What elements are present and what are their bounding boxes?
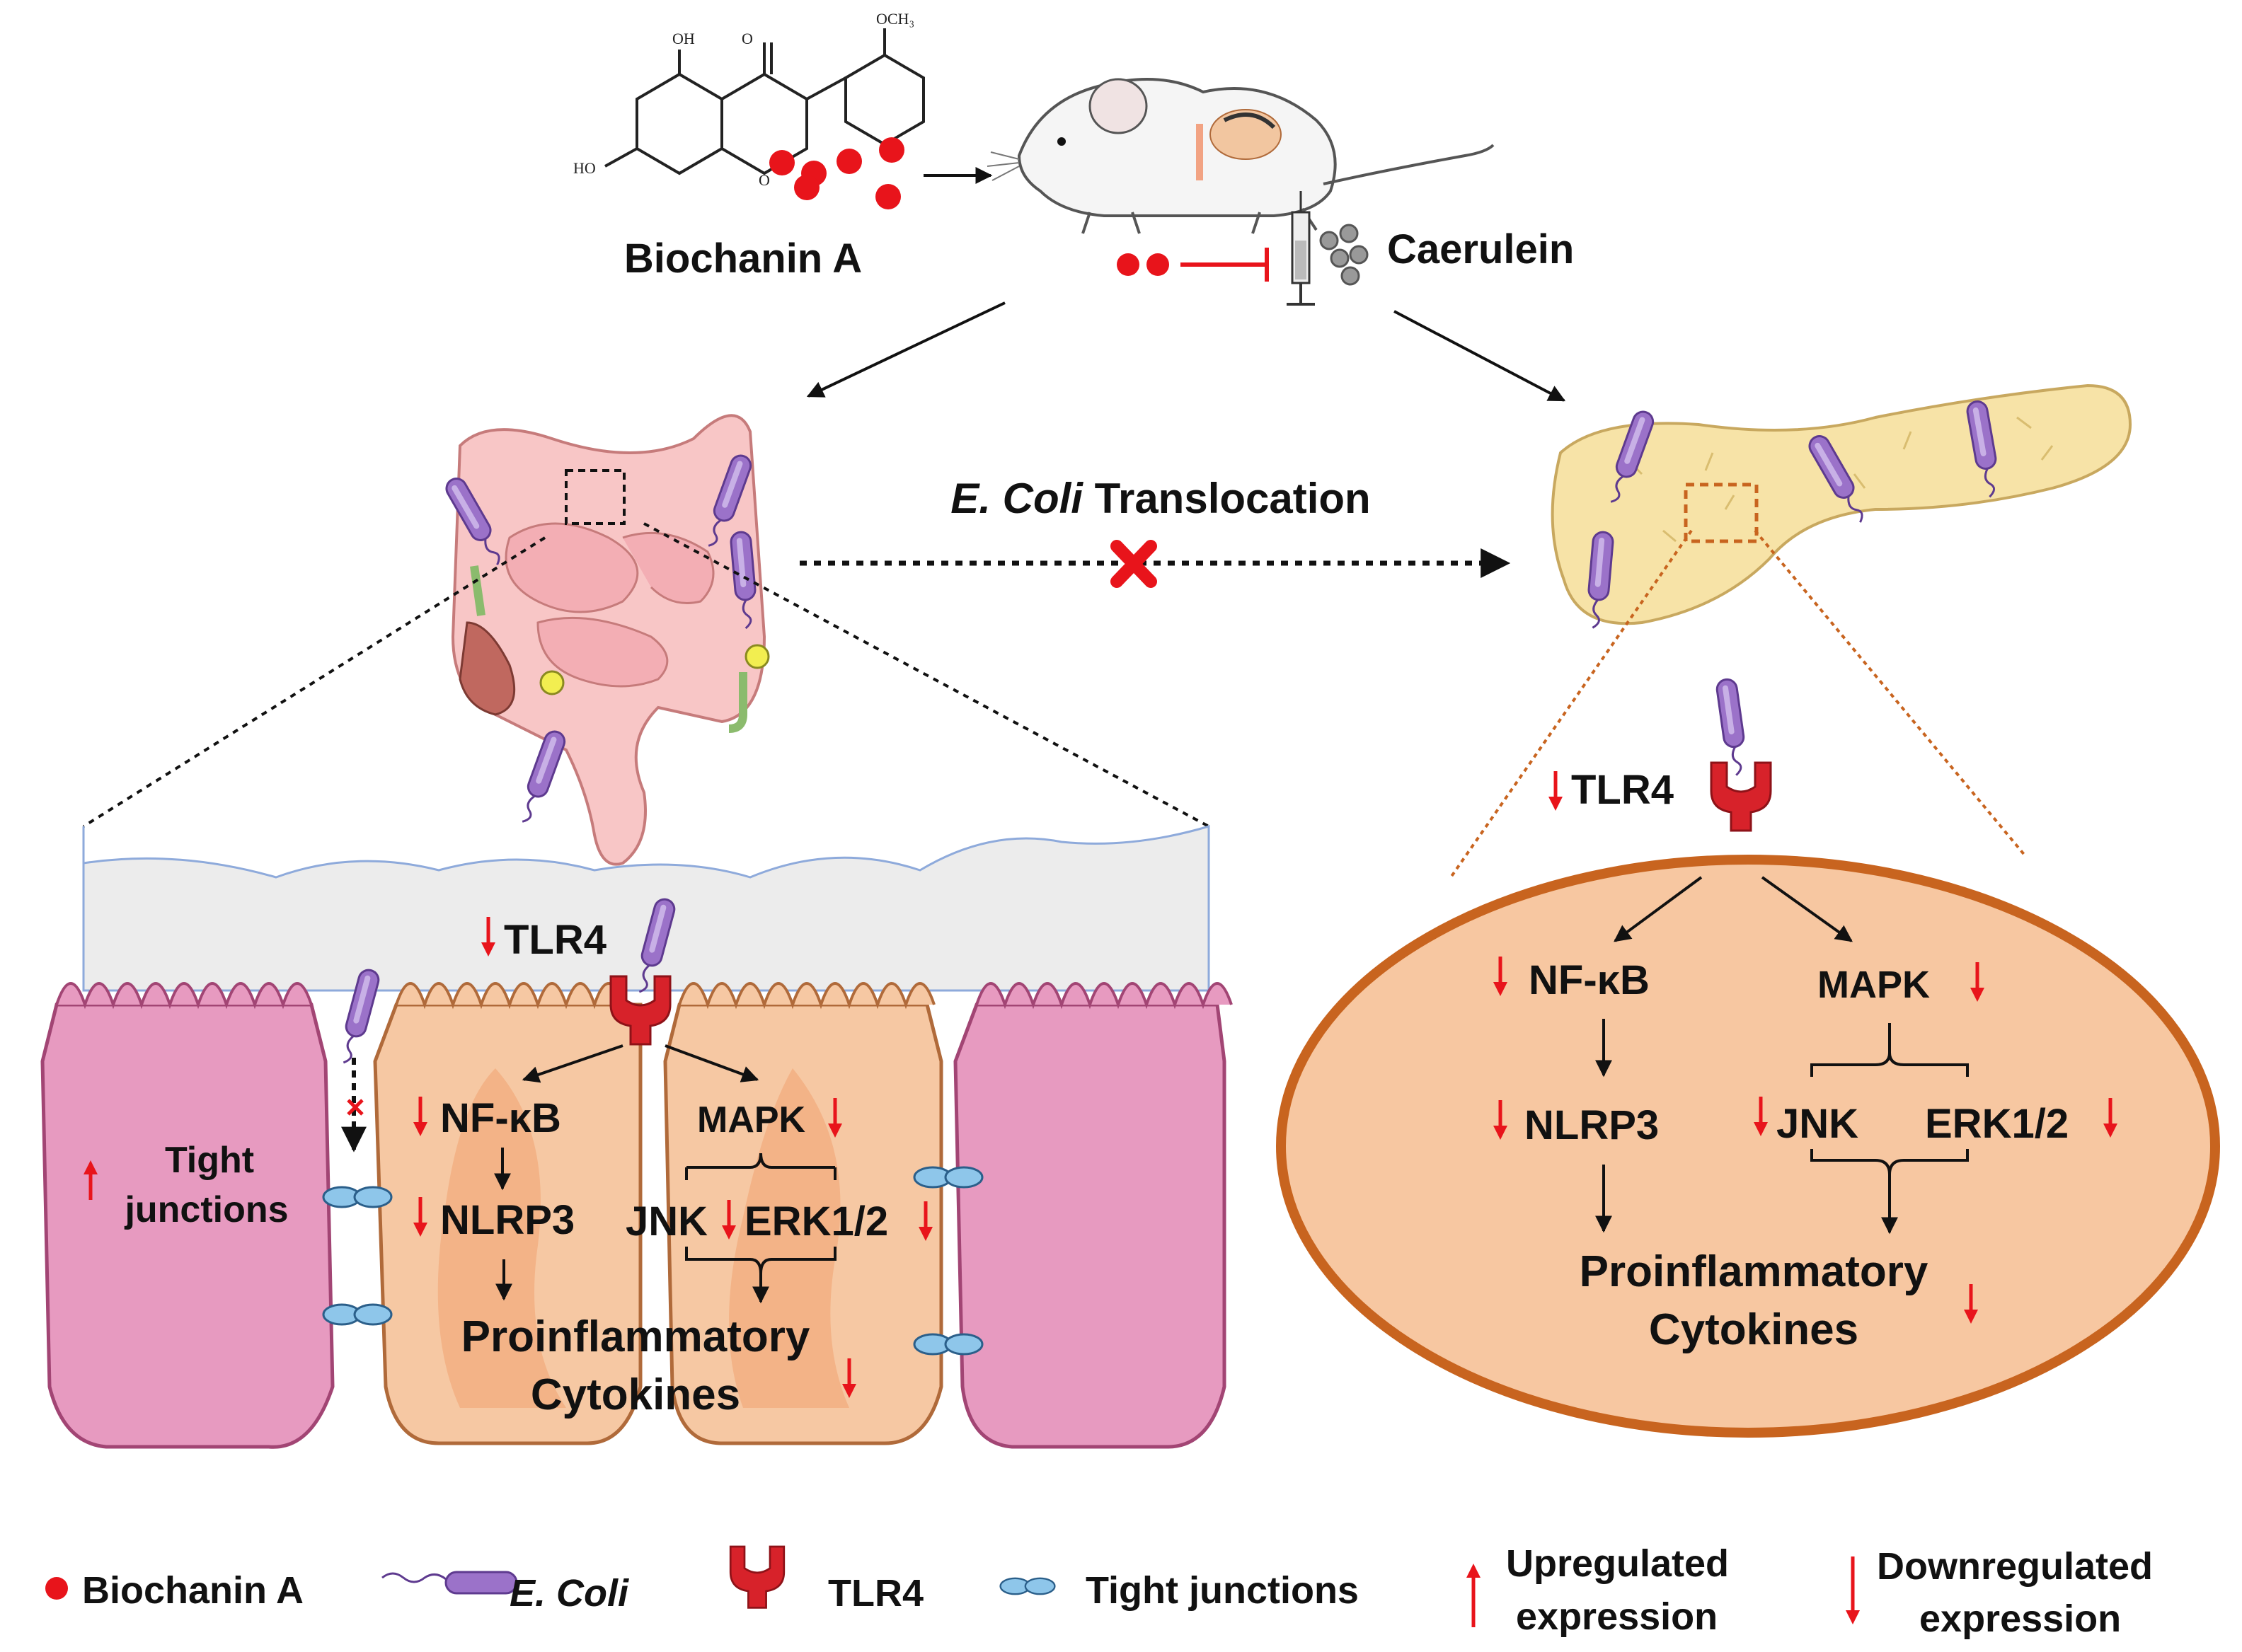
orange-cell-2 [663,982,943,1445]
translocation-text: Translocation [1083,475,1371,522]
zoom-line-right [643,522,1209,828]
legend-biochanin-dot [45,1577,68,1600]
pancreas-cytokines-label-1: Proinflammatory [1580,1247,1928,1296]
pancreas-tlr4-label: TLR4 [1571,767,1674,813]
intestine-jnk-label: JNK [626,1198,708,1244]
legend-tight-junctions-label: Tight junctions [1086,1569,1359,1612]
biochanin-dots [769,137,904,209]
biochanin-structure [604,28,925,175]
intestine-tlr4-label: TLR4 [504,917,607,963]
mapk-bracket-right [1810,1052,1969,1077]
caerulein-label: Caerulein [1387,226,1574,272]
mapk-bracket-left [686,1153,835,1169]
biochanin-label: Biochanin A [624,236,862,282]
paracellular-blocked-x [347,1099,364,1116]
arrow-to-intestine [806,301,1006,398]
tlr4-to-mapk-arrow-left [665,1044,759,1082]
pancreas-mapk-label: MAPK [1817,964,1930,1006]
oh-top-label: OH [672,30,695,47]
caerulein-particles [1319,224,1369,286]
orange-cell-1 [373,982,643,1445]
tlr4-to-nfkb-arrow-left [522,1044,623,1083]
legend-downregulated-label-2: expression [1919,1598,2121,1640]
blocked-x-icon [1110,540,1157,588]
pink-cell-right [953,982,1233,1449]
intestine-mapk-label: MAPK [697,1099,806,1140]
pancreas-zoom-box [1684,483,1759,543]
carbonyl-o-label: O [742,30,753,47]
syringe-icon [1287,191,1315,306]
zoom-line-pancreas-right [1754,529,2027,857]
pancreas-cytokines-label-2: Cytokines [1649,1305,1858,1354]
intestine-nlrp3-label: NLRP3 [440,1197,575,1243]
ring-o-label: O [759,171,770,189]
pancreas-erk-label: ERK1/2 [1925,1101,2069,1147]
arrow-to-pancreas [1393,310,1566,402]
intestine-nfkb-label: NF-κB [440,1095,561,1141]
intestine-cytokines-label-2: Cytokines [531,1370,740,1419]
inhibitor-dot-2 [1146,253,1169,276]
legend-upregulated-label-1: Upregulated [1506,1542,1729,1585]
legend-ecoli-label: E. Coli [510,1572,629,1615]
tlr4-to-nfkb-arrow-right [1614,876,1703,942]
inhibitor-dot-1 [1117,253,1139,276]
acinar-cell-oval [1276,855,2220,1438]
mucus-layer [82,824,1210,992]
intestine-erk-label: ERK1/2 [745,1198,888,1244]
legend-ecoli-icon [381,1571,518,1595]
tlr4-to-mapk-arrow-right [1761,876,1853,942]
intestine-cytokines-label-1: Proinflammatory [461,1312,810,1361]
zoom-line-pancreas-left [1449,529,1693,879]
pancreas-nlrp3-label: NLRP3 [1524,1102,1659,1148]
tight-junctions-label-1: Tight [165,1140,254,1181]
legend-upregulated-label-2: expression [1516,1595,1718,1638]
legend-tlr4-label: TLR4 [828,1572,924,1615]
mouse-illustration [987,78,1495,234]
pink-cell-left [40,982,335,1449]
intestine-illustration [451,414,770,866]
tight-junctions-label-2: junctions [124,1189,288,1230]
pancreas-nfkb-label: NF-κB [1529,957,1650,1003]
legend-biochanin-label: Biochanin A [82,1569,304,1612]
pancreas-jnk-label: JNK [1776,1101,1858,1147]
intestine-zoom-box [565,469,626,525]
translocation-ecoli: E. Coli [950,475,1083,522]
zoom-line-left [82,536,546,828]
och3-label: OCH₃ [876,10,914,28]
translocation-label: E. Coli Translocation [950,475,1370,522]
ho-left-label: HO [573,159,596,177]
legend-downregulated-label-1: Downregulated [1877,1545,2153,1588]
